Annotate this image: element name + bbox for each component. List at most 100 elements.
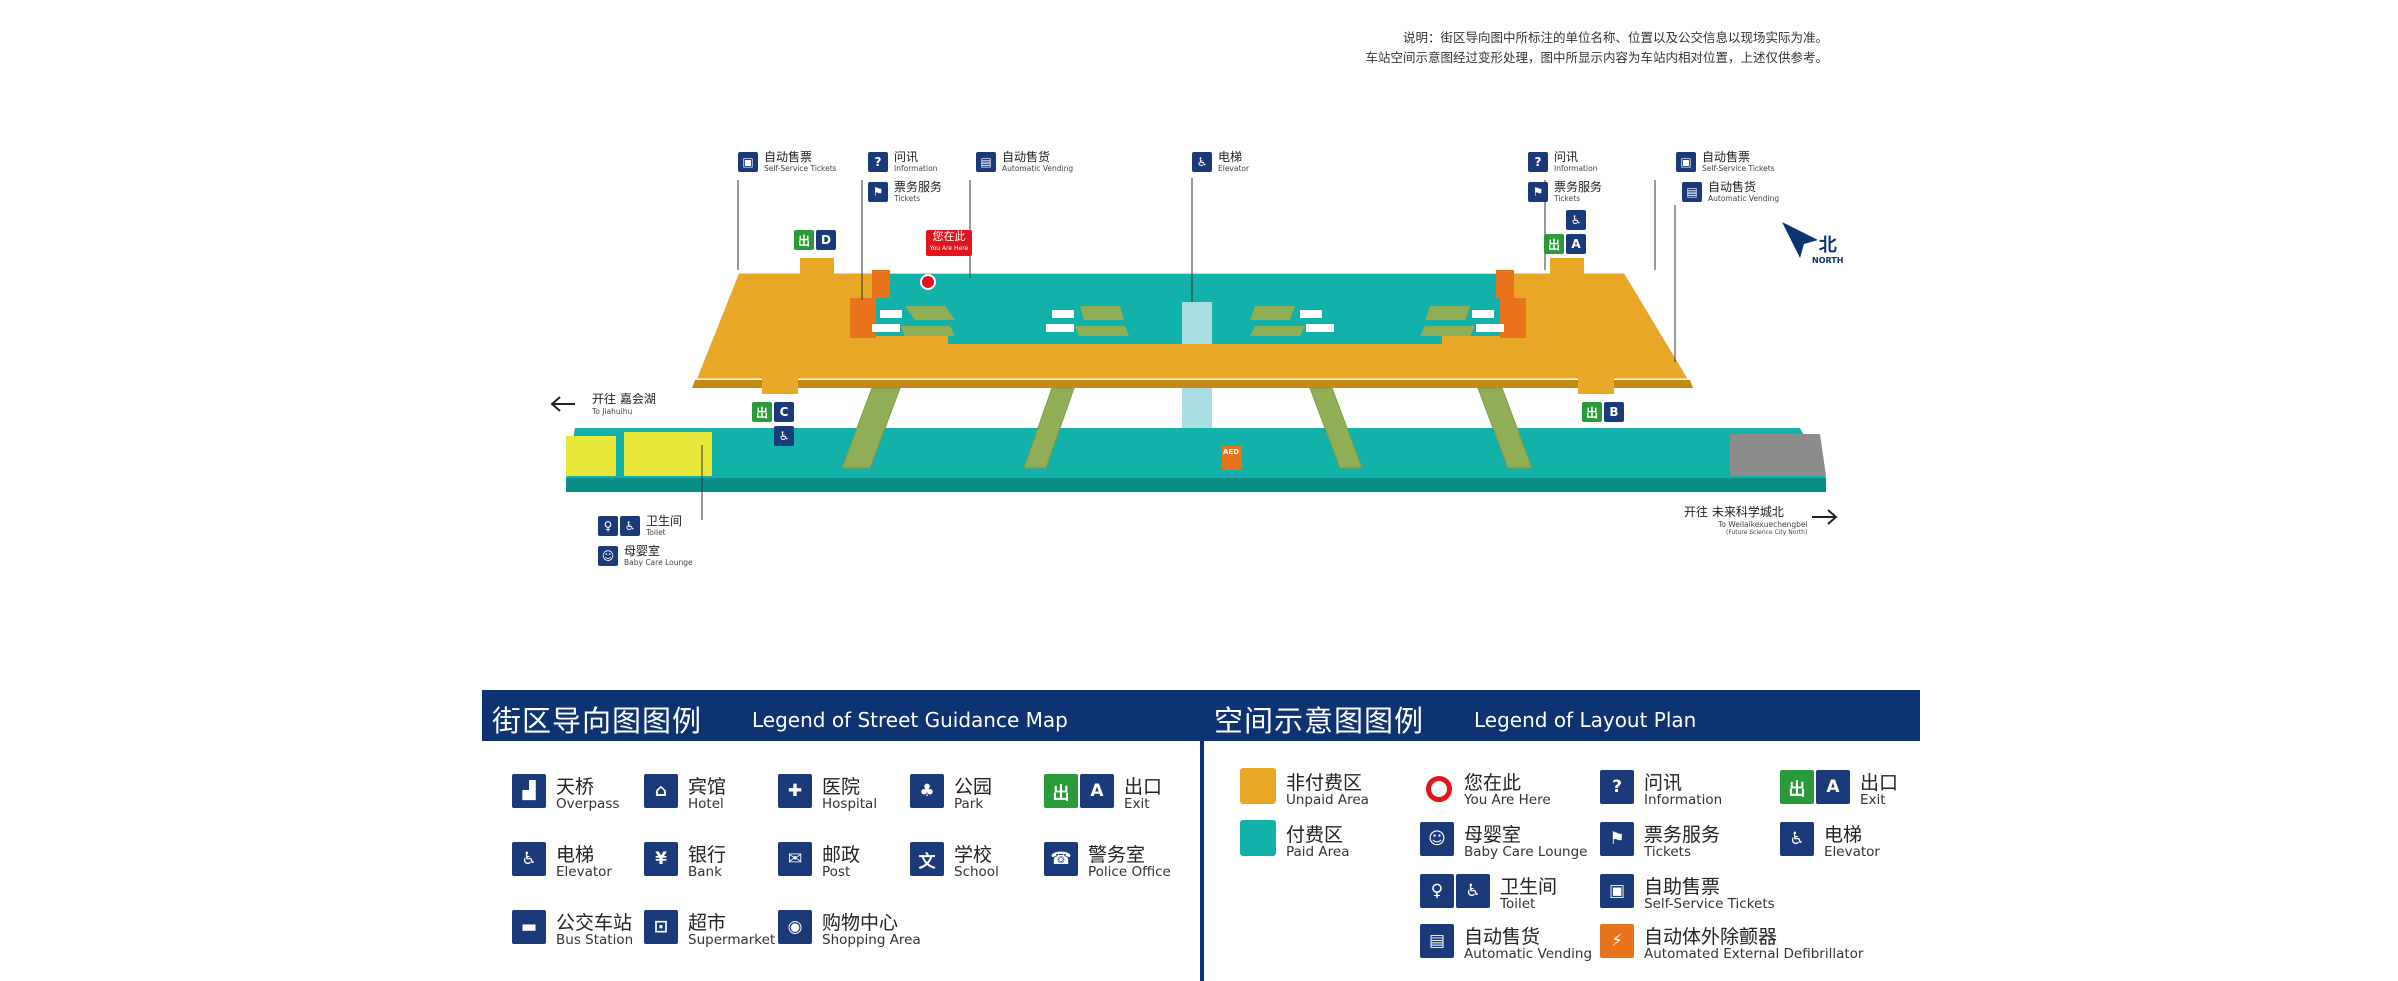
escalators-concourse (900, 306, 1475, 336)
legend-item-zh: 公园 (954, 776, 993, 798)
ticket-service-icon: ⚑ (1528, 182, 1548, 202)
platform-left-block-2 (624, 432, 712, 476)
legend-item-en: Bank (688, 864, 722, 880)
exit-a-stub (1550, 258, 1584, 274)
legend-item-zh: 超市 (688, 912, 727, 934)
elevator-icon: ♿ (1192, 152, 1212, 172)
stair-openings (872, 310, 1504, 332)
legend-item-en: Hospital (822, 796, 878, 812)
exit-letter-c: C (774, 402, 794, 422)
elevator-icon: ♿ (774, 426, 794, 446)
label-zh: 问讯 (1554, 150, 1579, 164)
legend-item-zh: 公交车站 (556, 912, 633, 934)
bank-icon: ¥ (644, 842, 678, 876)
right-direction: 开往 未来科学城北 To Weilaikexuechengbei (Future… (1684, 503, 1808, 536)
question-icon: ? (1528, 152, 1548, 172)
platform-right-block (1730, 434, 1826, 476)
label-en: Automatic Vending (1002, 164, 1074, 173)
right-direction-en: To Weilaikexuechengbei (1718, 520, 1808, 529)
note-line-1: 说明：街区导向图中所标注的单位名称、位置以及公交信息以现场实际为准。 (1402, 30, 1828, 45)
label-en: Automatic Vending (1708, 194, 1780, 203)
police-icon: ☎ (1044, 842, 1078, 876)
label-en: Tickets (1554, 194, 1581, 203)
label-zh: 问讯 (894, 150, 919, 164)
legend-layout-header: 空间示意图图例 Legend of Layout Plan (1204, 690, 1920, 741)
you-are-here-flag: 您在此 You Are Here (926, 230, 972, 256)
label-en: Information (1554, 164, 1598, 173)
ticket-machine-icon: ▣ (1676, 152, 1696, 172)
exit-letter-icon: A (1080, 774, 1114, 808)
legend-item-zh: 问讯 (1644, 772, 1683, 794)
ticket-machine-icon: ▣ (1600, 874, 1634, 908)
legend-item-zh: 宾馆 (688, 776, 727, 798)
vending-icon: ▤ (1682, 182, 1702, 202)
legend-item-zh: 银行 (688, 844, 727, 866)
legend-item-zh: 天桥 (556, 776, 595, 798)
legend-item-zh: 自助售票 (1644, 876, 1721, 898)
exit-icon: 出 (1780, 770, 1814, 804)
right-direction-en2: (Future Science City North) (1726, 529, 1808, 536)
elevator-icon: ♿ (512, 842, 546, 876)
platform-left-block-1 (566, 436, 616, 476)
legend-item-zh: 票务服务 (1644, 824, 1721, 846)
legend-item-en: You Are Here (1464, 792, 1551, 808)
direction-arrows (550, 396, 1838, 525)
north-en: NORTH (1812, 256, 1844, 265)
legend-item-en: Exit (1124, 796, 1150, 812)
legend-item-en: Elevator (1824, 844, 1880, 860)
aed-label: AED (1223, 448, 1240, 456)
label-zh: 票务服务 (1554, 180, 1603, 194)
legend-item-en: Automated External Defibrillator (1644, 946, 1864, 962)
right-direction-zh: 开往 未来科学城北 (1684, 505, 1784, 519)
exit-d-stub (800, 258, 834, 274)
exit-c-stub (762, 378, 798, 394)
concourse-edge (692, 380, 1693, 388)
accessible-toilet-icon: ♿ (1456, 874, 1490, 908)
aed-marker (1222, 446, 1242, 470)
elevator-shaft-upper (1182, 302, 1212, 344)
gate-right-top (1496, 270, 1514, 298)
label-en: Baby Care Lounge (624, 558, 693, 567)
label-en: Self-Service Tickets (764, 164, 837, 173)
you-are-here-zh: 您在此 (932, 230, 966, 243)
post-icon: ✉ (778, 842, 812, 876)
legend-item-zh: 出口 (1860, 772, 1899, 794)
legend-street-guidance: 街区导向图图例 Legend of Street Guidance Map ▟天… (482, 690, 1200, 980)
legend-item-en: Park (954, 796, 984, 812)
label-zh: 自动售票 (764, 150, 813, 164)
legend-street-title-en: Legend of Street Guidance Map (752, 708, 1068, 732)
legend-item-zh: 邮政 (822, 844, 861, 866)
legend-item-zh: 电梯 (556, 844, 595, 866)
you-are-here-icon (1426, 776, 1452, 802)
legend-item-en: Toilet (1500, 896, 1536, 912)
legend-item-en: Unpaid Area (1286, 792, 1369, 808)
question-icon: ? (1600, 770, 1634, 804)
you-are-here-en: You Are Here (929, 245, 969, 252)
exit-icon: 出 (794, 230, 814, 250)
disclaimer-notes: 说明：街区导向图中所标注的单位名称、位置以及公交信息以现场实际为准。 车站空间示… (1365, 28, 1828, 68)
left-direction-en: To Jiahuihu (592, 407, 633, 416)
legend-item-en: Automatic Vending (1464, 946, 1593, 962)
left-direction: 开往 嘉会湖 To Jiahuihu (592, 390, 656, 416)
legend-street-title-zh: 街区导向图图例 (492, 704, 703, 738)
legend-item-en: Supermarket (688, 932, 776, 948)
legend-item-zh: 您在此 (1464, 772, 1522, 794)
legend-layout-title-en: Legend of Layout Plan (1474, 708, 1697, 732)
legend-item-en: Police Office (1088, 864, 1171, 880)
legend-item-en: Shopping Area (822, 932, 921, 948)
aed-icon: ⚡ (1600, 924, 1634, 958)
legend-layout-title-zh: 空间示意图图例 (1214, 704, 1425, 738)
legend-item-zh: 购物中心 (822, 912, 899, 934)
legend-item-zh: 自动售货 (1464, 926, 1541, 948)
shopping-icon: ◉ (778, 910, 812, 944)
hospital-icon: ✚ (778, 774, 812, 808)
school-icon: 文 (910, 842, 944, 876)
platform-edge (566, 478, 1826, 492)
legend-item-en: Paid Area (1286, 844, 1350, 860)
label-zh: 自动售货 (1708, 180, 1757, 194)
label-zh: 母婴室 (624, 544, 661, 558)
accessible-toilet-icon: ♿ (620, 516, 640, 536)
legend-item-zh: 警务室 (1088, 844, 1146, 866)
exit-letter-icon: A (1816, 770, 1850, 804)
